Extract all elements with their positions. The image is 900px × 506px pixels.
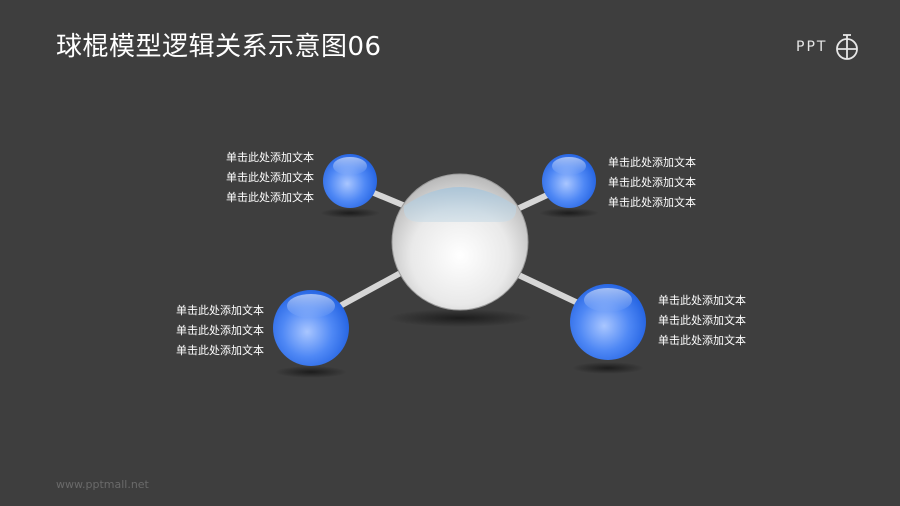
shadow-bottom-left <box>275 366 347 378</box>
page-title: 球棍模型逻辑关系示意图06 <box>56 32 382 62</box>
text-line[interactable]: 单击此处添加文本 <box>608 196 696 209</box>
text-line[interactable]: 单击此处添加文本 <box>608 176 696 189</box>
text-line[interactable]: 单击此处添加文本 <box>176 344 264 357</box>
text-group-top-left[interactable]: 单击此处添加文本 单击此处添加文本 单击此处添加文本 <box>206 148 314 208</box>
text-line[interactable]: 单击此处添加文本 <box>226 191 314 204</box>
shadow-top-left <box>320 208 380 218</box>
text-line[interactable]: 单击此处添加文本 <box>658 334 746 347</box>
ball-top-right <box>542 154 596 208</box>
center-ball <box>391 173 529 311</box>
ball-bottom-left <box>273 290 349 366</box>
shadow-center <box>388 309 532 327</box>
ball-bottom-right <box>570 284 646 360</box>
stick-bottom-right <box>505 267 583 307</box>
text-line[interactable]: 单击此处添加文本 <box>608 156 696 169</box>
text-line[interactable]: 单击此处添加文本 <box>226 151 314 164</box>
footer-url: www.pptmall.net <box>56 478 149 491</box>
stick-bottom-left <box>337 267 409 309</box>
ball-top-left <box>323 154 377 208</box>
text-group-bottom-left[interactable]: 单击此处添加文本 单击此处添加文本 单击此处添加文本 <box>156 301 264 361</box>
text-group-top-right[interactable]: 单击此处添加文本 单击此处添加文本 单击此处添加文本 <box>608 153 696 213</box>
shadow-bottom-right <box>572 362 644 374</box>
text-line[interactable]: 单击此处添加文本 <box>658 314 746 327</box>
ppt-pen-logo-icon <box>836 34 859 60</box>
logo-text: PPT <box>796 39 828 55</box>
text-line[interactable]: 单击此处添加文本 <box>226 171 314 184</box>
logo: PPT <box>796 32 865 62</box>
text-group-bottom-right[interactable]: 单击此处添加文本 单击此处添加文本 单击此处添加文本 <box>658 291 746 351</box>
shadow-top-right <box>539 208 599 218</box>
text-line[interactable]: 单击此处添加文本 <box>176 304 264 317</box>
text-line[interactable]: 单击此处添加文本 <box>658 294 746 307</box>
text-line[interactable]: 单击此处添加文本 <box>176 324 264 337</box>
